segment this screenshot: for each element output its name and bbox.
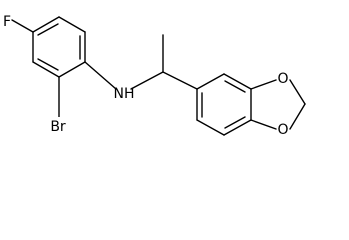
bond-c-n: [84, 61, 117, 90]
bond: [58, 61, 86, 78]
bond: [289, 79, 306, 105]
bond: [32, 61, 60, 78]
amine-label: NH: [114, 86, 135, 102]
double-bond-inner: [224, 80, 246, 93]
benzodioxole-benzene-ring: [196, 73, 252, 136]
bond: [289, 103, 306, 130]
molecular-structure: F Br NH O O: [3, 14, 306, 138]
bond: [196, 119, 225, 136]
bond: [250, 119, 277, 130]
bond: [223, 119, 252, 136]
bond: [32, 16, 60, 33]
bond: [58, 16, 86, 33]
double-bond-inner: [37, 23, 59, 36]
bond-c-f: [11, 19, 34, 33]
bond-n-ch: [130, 71, 164, 90]
ring-oxygen-label: O: [277, 71, 288, 87]
fluorobromophenyl-ring: [32, 16, 86, 78]
ring-oxygen-label: O: [277, 122, 288, 138]
double-bond-inner: [224, 116, 246, 129]
dioxole-ring: [250, 79, 306, 130]
bond-ch-ring: [162, 71, 198, 90]
bond: [223, 73, 252, 90]
fluorine-label: F: [3, 14, 11, 30]
bromine-label: Br: [50, 119, 66, 135]
bond: [196, 73, 225, 90]
bond: [250, 79, 277, 90]
double-bond-inner: [37, 58, 59, 71]
